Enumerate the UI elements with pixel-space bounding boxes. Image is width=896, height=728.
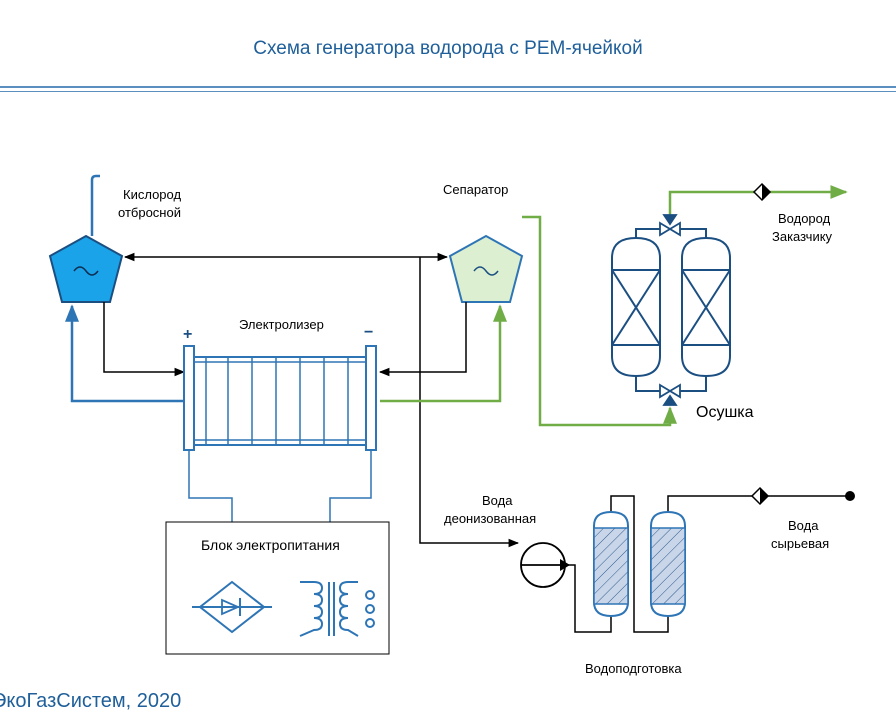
power-cable-negative <box>329 450 372 522</box>
separator-label: Сепаратор <box>443 182 509 197</box>
oxygen-water-return-line <box>103 302 186 377</box>
title-divider-thin <box>0 91 896 92</box>
raw-water-check-valve-icon <box>750 486 770 506</box>
rectifier-icon <box>192 580 272 634</box>
raw-water-line <box>667 495 850 516</box>
plus-terminal-label: + <box>183 326 193 343</box>
dryer-top-valve-icon <box>659 214 681 237</box>
raw-water-inlet-point <box>845 491 855 501</box>
hydrogen-to-drying-line <box>522 215 677 427</box>
water-filter-left <box>593 510 629 618</box>
treatment-link-line <box>610 495 669 633</box>
hydrogen-label-line2: Заказчику <box>772 229 833 244</box>
transformer-icon <box>299 581 375 637</box>
hydrogen-gas-line <box>380 304 507 403</box>
hydrogen-separator <box>448 234 524 303</box>
deionized-water-line <box>419 257 520 548</box>
deionized-water-label-line2: деонизованная <box>444 511 537 526</box>
electrolyzer-label: Электролизер <box>239 317 324 332</box>
hydrogen-label-line1: Водород <box>778 211 831 226</box>
title-divider <box>0 86 896 88</box>
drying-label: Осушка <box>696 404 754 421</box>
oxygen-vent-line <box>90 174 100 236</box>
footer-copyright: ЭкоГазСистем, 2020 <box>0 690 182 712</box>
oxygen-label-line2: отбросной <box>118 205 181 220</box>
deionized-water-label-line1: Вода <box>482 493 513 508</box>
dryer-column-right <box>681 236 731 378</box>
electrolyzer-stack <box>183 345 377 451</box>
dryer-bottom-valve-icon <box>659 383 681 406</box>
water-filter-right <box>650 510 686 618</box>
oxygen-gas-line <box>65 304 184 403</box>
dryer-column-left <box>611 236 661 378</box>
dryer-bottom-manifold <box>635 376 707 392</box>
oxygen-separator <box>48 234 124 303</box>
oxygen-label-line1: Кислород <box>123 187 182 202</box>
power-cable-positive <box>188 450 233 522</box>
raw-water-label-line1: Вода <box>788 518 819 533</box>
water-pump-icon <box>520 542 570 588</box>
hydrogen-check-valve-icon <box>752 182 772 202</box>
pump-inlet-line <box>565 564 612 633</box>
water-treatment-label: Водоподготовка <box>585 661 682 676</box>
raw-water-label-line2: сырьевая <box>771 536 830 551</box>
hydrogen-output-line <box>668 185 848 215</box>
diagram-title: Схема генератора водорода с PEM-ячейкой <box>253 38 643 59</box>
minus-terminal-label: − <box>364 324 374 341</box>
hydrogen-water-return-line <box>378 302 467 377</box>
power-unit-label: Блок электропитания <box>201 537 340 553</box>
